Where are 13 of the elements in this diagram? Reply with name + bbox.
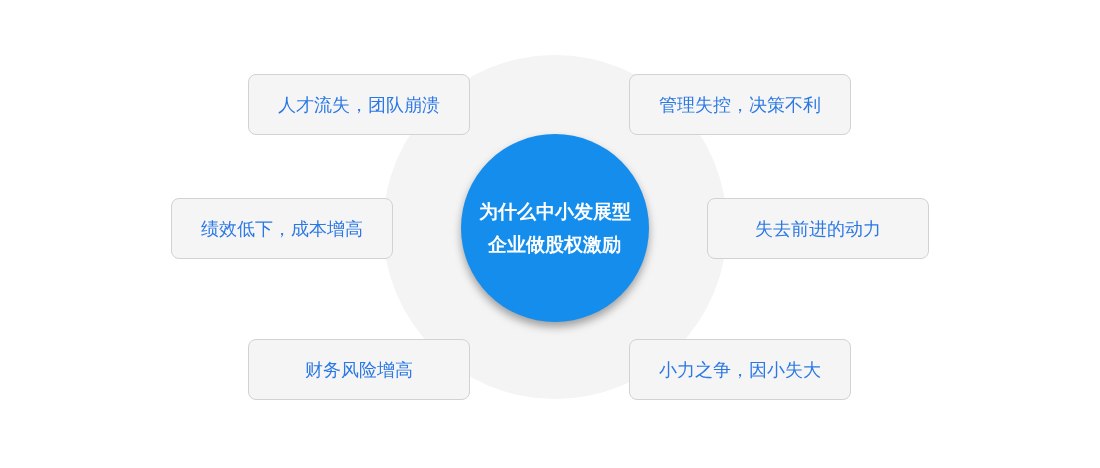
reason-card (171, 198, 393, 259)
reason-text: 小力之争，因小失大 (659, 358, 821, 382)
reason-card (629, 339, 851, 400)
reason-text: 财务风险增高 (305, 358, 413, 382)
reason-card (707, 198, 929, 259)
reason-text: 人才流失，团队崩溃 (278, 93, 440, 117)
reason-card (629, 74, 851, 135)
topic-text: 为什么中小发展型企业做股权激励 (478, 198, 632, 257)
reason-card (248, 74, 470, 135)
reason-card (248, 339, 470, 400)
reason-text: 失去前进的动力 (755, 217, 881, 241)
reason-text: 绩效低下，成本增高 (201, 217, 363, 241)
reason-text: 管理失控，决策不利 (659, 93, 821, 117)
